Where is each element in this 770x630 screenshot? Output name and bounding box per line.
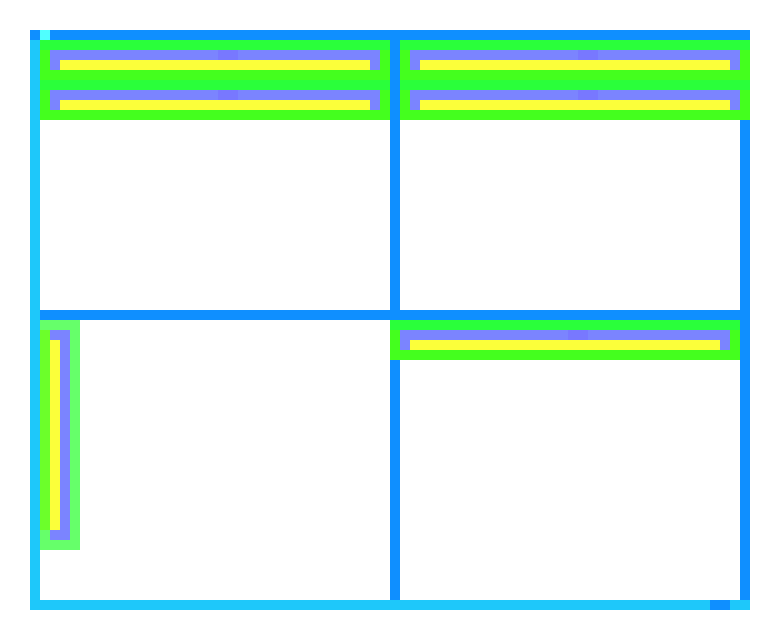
- bar-marker: [568, 330, 588, 340]
- frame-corner: [40, 30, 50, 40]
- bar-container-top: [400, 80, 750, 90]
- bar-fill: [420, 60, 730, 70]
- frame-right: [740, 40, 750, 600]
- bar-container-top: [400, 40, 750, 50]
- vertical-bar-yellow: [50, 340, 60, 530]
- bar-marker: [218, 50, 238, 60]
- bar-fill: [410, 340, 720, 350]
- bar-fill: [60, 100, 370, 110]
- bar-container-top: [40, 40, 390, 50]
- bar-container-top: [390, 320, 740, 330]
- bar-fill: [60, 60, 370, 70]
- bar-container-top: [40, 80, 390, 90]
- divider-horizontal: [40, 310, 750, 320]
- bar-marker: [578, 90, 598, 100]
- bar-fill: [420, 100, 730, 110]
- frame-left: [30, 40, 40, 610]
- bar-marker: [218, 90, 238, 100]
- vertical-bar-accent: [40, 330, 50, 530]
- frame-top: [30, 30, 750, 40]
- bar-marker: [578, 50, 598, 60]
- frame-bottom: [30, 600, 750, 610]
- frame-bottom-marker: [710, 600, 730, 610]
